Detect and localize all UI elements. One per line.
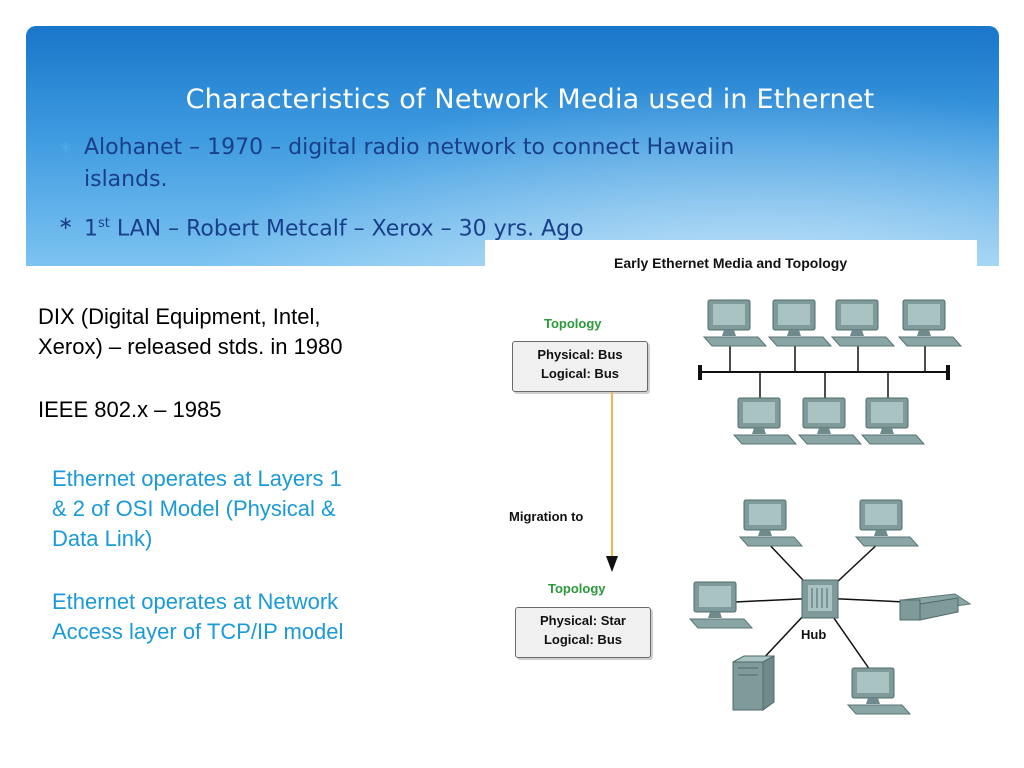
computer-icon — [703, 299, 767, 347]
topology-box-star: Physical: Star Logical: Bus — [515, 607, 651, 658]
title-banner — [26, 26, 999, 266]
ieee-text: IEEE 802.x – 1985 — [38, 397, 222, 422]
ethernet-layers-line2: & 2 of OSI Model (Physical & — [52, 496, 336, 521]
slide-title: Characteristics of Network Media used in… — [185, 84, 875, 115]
computer-icon — [798, 397, 862, 445]
ethernet-layers-text: Ethernet operates at Layers 1 & 2 of OSI… — [52, 464, 442, 554]
ethernet-layers-line3: Data Link) — [52, 526, 153, 551]
bottom-physical: Physical: Star — [540, 613, 626, 628]
ethernet-access-line2: Access layer of TCP/IP model — [52, 619, 344, 644]
computer-icon — [733, 397, 797, 445]
dix-line1: DIX (Digital Equipment, Intel, — [38, 304, 321, 329]
bullet-star-icon: ∗ — [58, 213, 74, 234]
hub-icon — [801, 579, 839, 619]
ethernet-layers-line1: Ethernet operates at Layers 1 — [52, 466, 342, 491]
hub-label: Hub — [801, 627, 827, 642]
topology-label-top: Topology — [544, 316, 602, 331]
banner-glow — [26, 26, 999, 266]
printer-icon — [899, 593, 972, 621]
dix-text: DIX (Digital Equipment, Intel, Xerox) – … — [38, 302, 343, 362]
server-icon — [732, 655, 775, 711]
bottom-logical: Logical: Bus — [543, 632, 622, 647]
bullet-lan-prefix: 1 — [84, 216, 98, 242]
computer-icon — [898, 299, 962, 347]
network-diagram — [606, 299, 972, 715]
dix-line2: Xerox) – released stds. in 1980 — [38, 334, 343, 359]
bullet-star-icon: ∗ — [58, 137, 74, 158]
computer-icon — [689, 581, 753, 629]
arrow-head-icon — [606, 556, 618, 572]
migration-label: Migration to — [509, 509, 584, 524]
bullet-lan-rest: LAN – Robert Metcalf – Xerox – 30 yrs. A… — [109, 216, 584, 242]
topology-label-bottom: Topology — [548, 581, 606, 596]
bullet-alohanet-line2: islands. — [84, 167, 168, 192]
top-logical: Logical: Bus — [540, 366, 619, 381]
diagram-title: Early Ethernet Media and Topology — [614, 255, 848, 271]
topology-box-bus: Physical: Bus Logical: Bus — [512, 341, 648, 392]
computer-icon — [739, 499, 803, 547]
ethernet-access-line1: Ethernet operates at Network — [52, 589, 339, 614]
computer-icon — [855, 499, 919, 547]
computer-icon — [831, 299, 895, 347]
top-physical: Physical: Bus — [537, 347, 623, 362]
computer-icon — [847, 667, 911, 715]
computer-icon — [861, 397, 925, 445]
computer-icon — [768, 299, 832, 347]
bullet-alohanet-line1: Alohanet – 1970 – digital radio network … — [84, 135, 735, 160]
bullet-lan-sup: st — [98, 216, 110, 231]
ethernet-access-text: Ethernet operates at Network Access laye… — [52, 587, 442, 647]
